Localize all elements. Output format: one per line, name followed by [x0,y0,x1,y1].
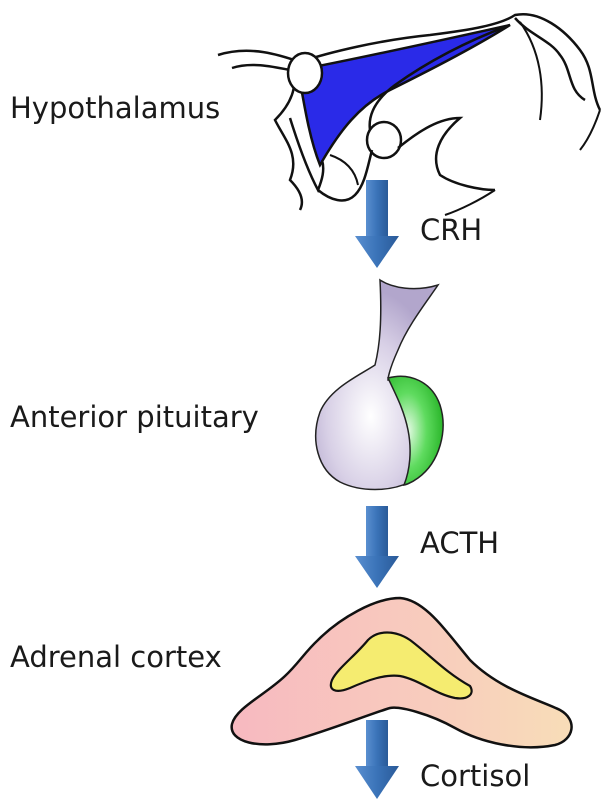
crh-label: CRH [420,213,482,247]
crh-arrow [355,180,399,268]
cortisol-arrow [355,720,399,799]
acth-label: ACTH [420,526,499,560]
hypothalamus-label: Hypothalamus [10,91,220,125]
pituitary-illustration [316,280,443,490]
cortisol-label: Cortisol [420,759,530,793]
hypothalamus-illustration [218,14,600,215]
adrenal-cortex-label: Adrenal cortex [10,640,222,674]
anterior-pituitary-label: Anterior pituitary [10,400,259,434]
acth-arrow [355,506,399,588]
adrenal-illustration [232,598,572,747]
